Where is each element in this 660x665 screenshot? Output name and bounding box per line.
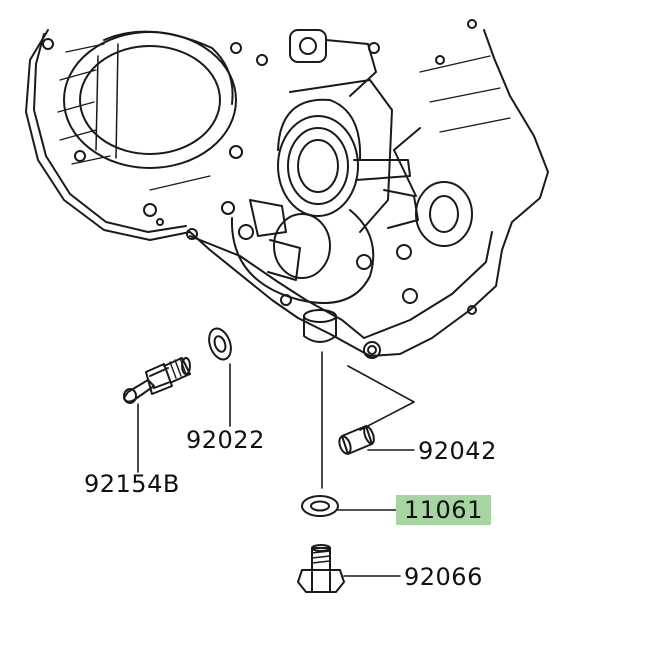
stud-bolt-icon — [123, 357, 191, 404]
washer-92022-icon — [208, 327, 232, 361]
part-number-11061-highlighted[interactable]: 11061 — [396, 495, 491, 525]
part-number-92022[interactable]: 92022 — [186, 426, 265, 454]
leader-bracket-dowel — [347, 365, 415, 431]
dowel-pin-icon — [338, 425, 375, 455]
crankcase-housing — [25, 19, 549, 359]
drain-bolt-icon — [297, 544, 345, 593]
part-number-92066[interactable]: 92066 — [404, 563, 483, 591]
part-number-92042[interactable]: 92042 — [418, 437, 497, 465]
gasket-11061-icon — [301, 495, 339, 517]
part-number-92154b[interactable]: 92154B — [84, 470, 180, 498]
